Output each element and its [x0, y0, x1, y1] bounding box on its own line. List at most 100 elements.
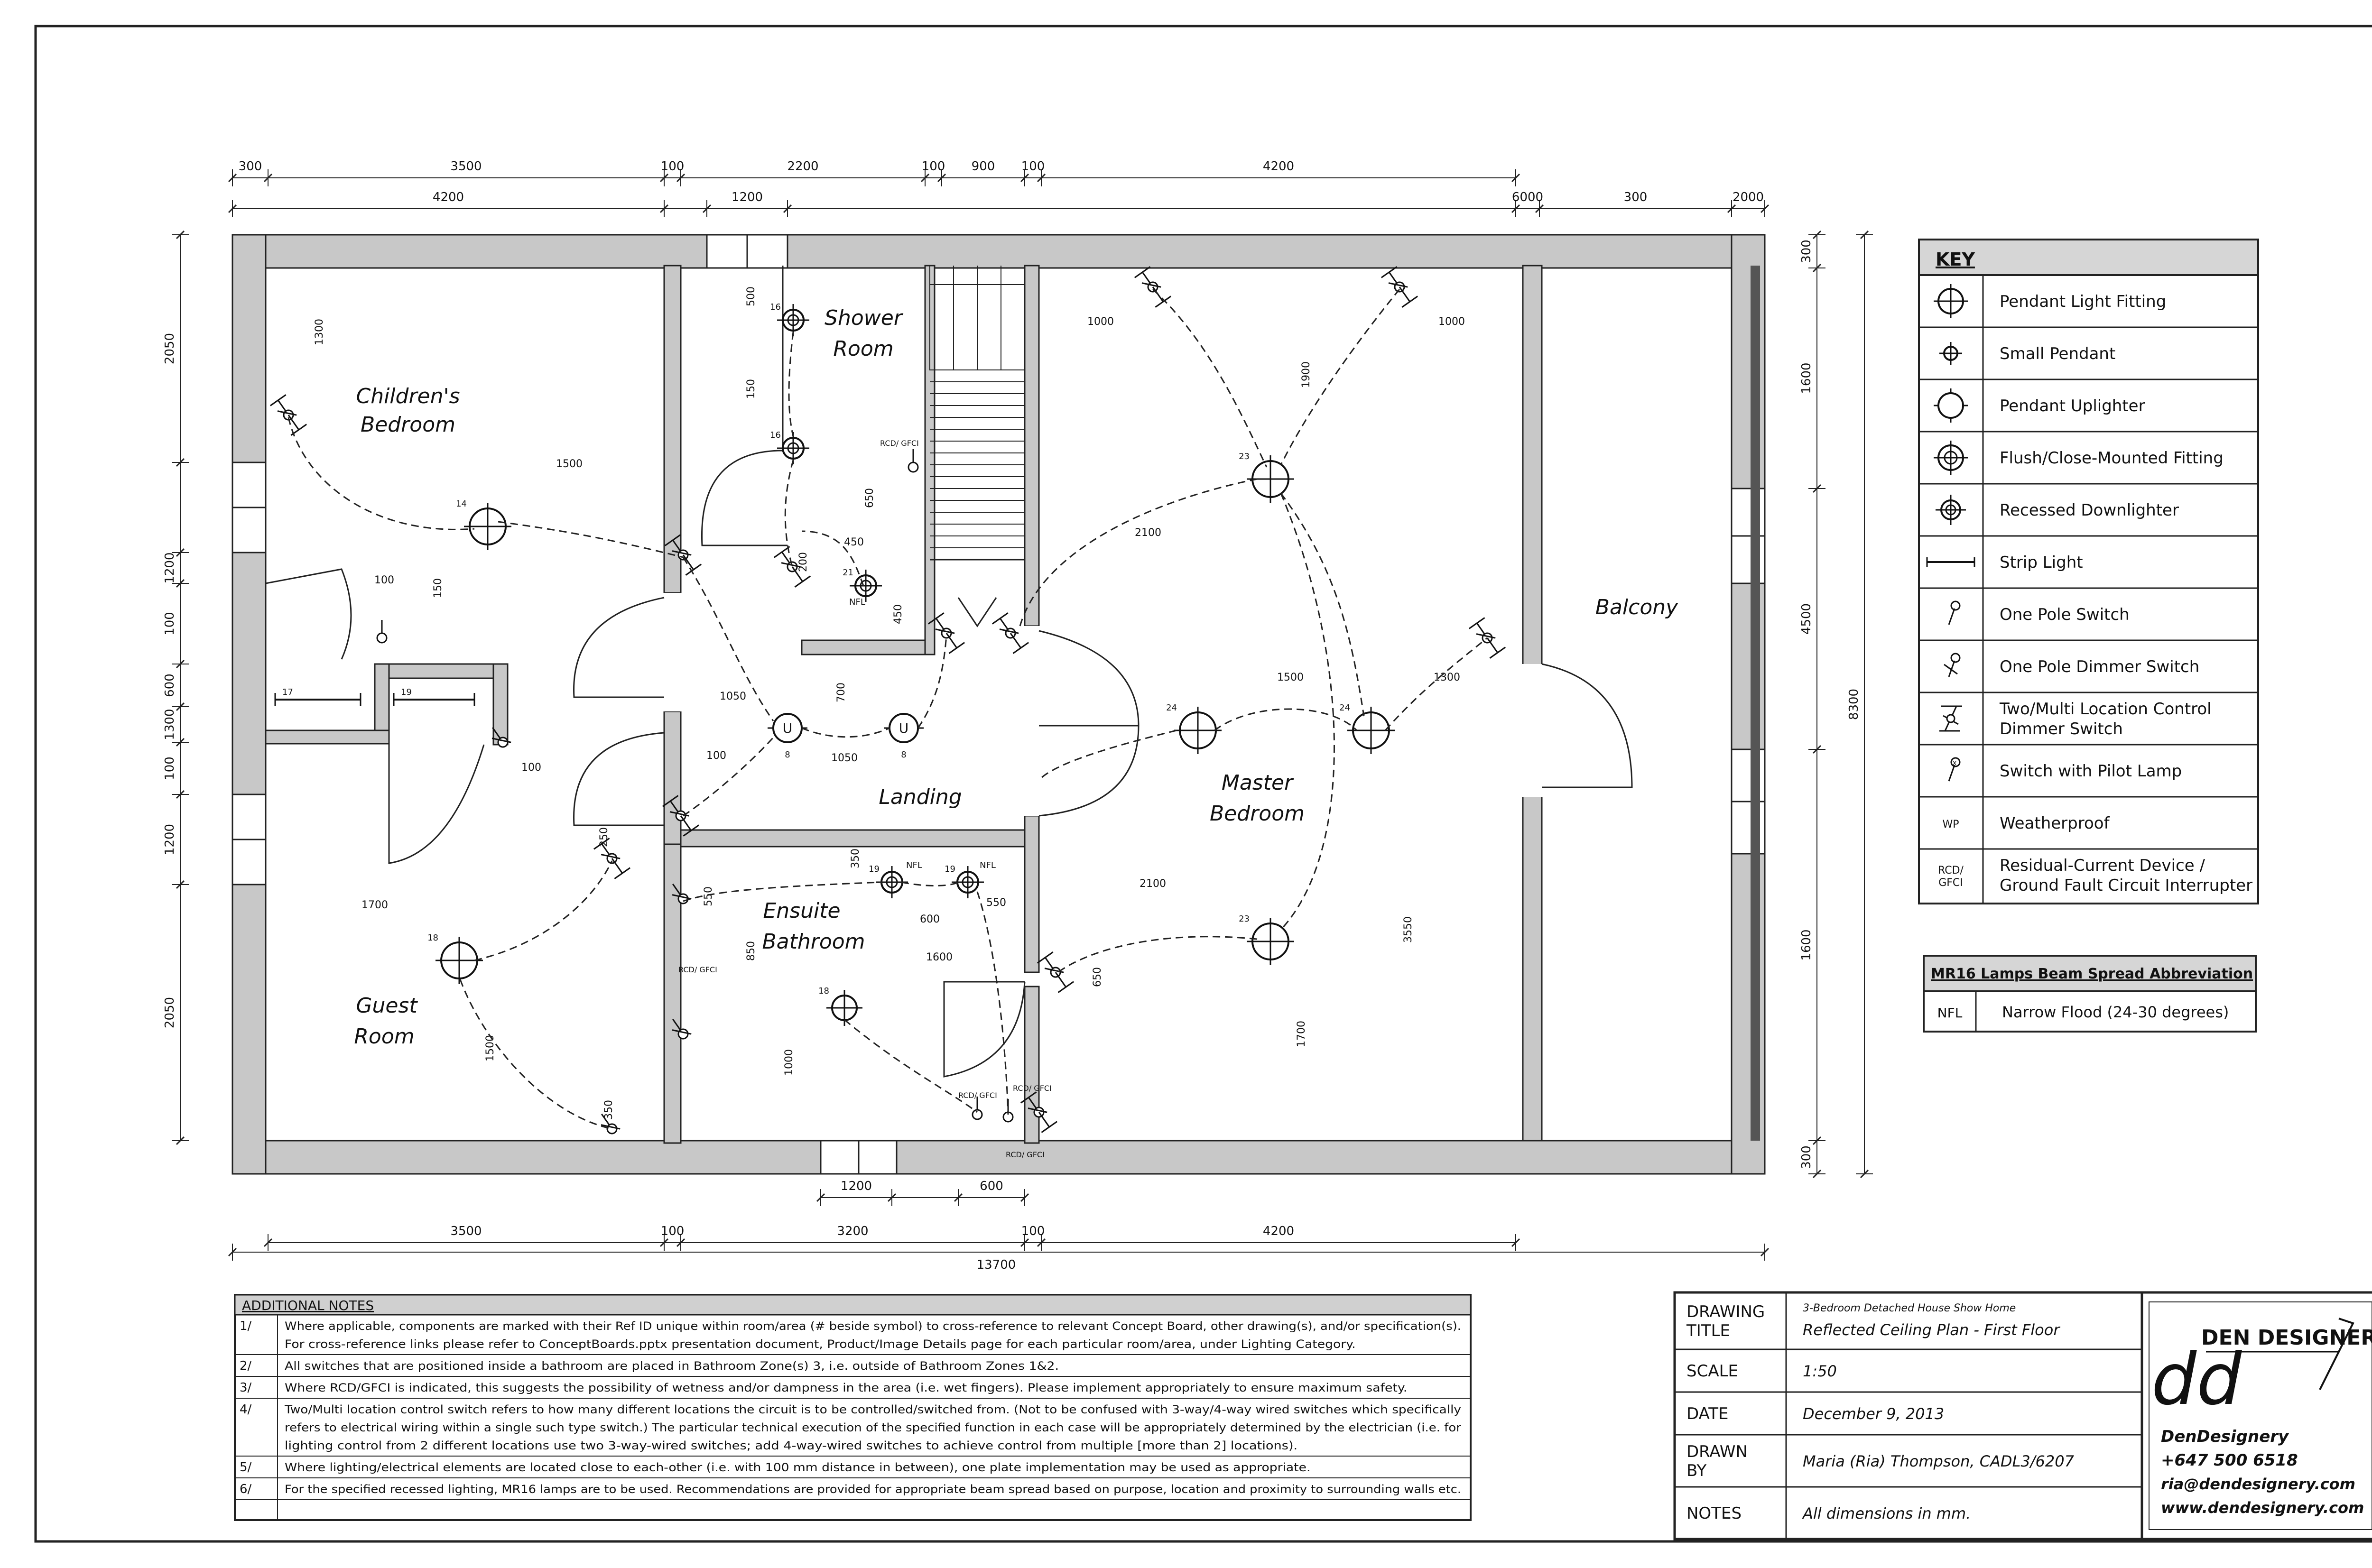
circuit-5: [917, 635, 947, 729]
switch-11-stem2: [1038, 1112, 1050, 1127]
door-swing-3: [1038, 725, 1140, 817]
dim-right-label-4: 300: [1799, 1145, 1814, 1169]
room-labels: Children's Bedroom Shower Room Master Be…: [354, 306, 1678, 1049]
key-symbol-dimmer-icon: [1944, 653, 1961, 677]
switch-2: [773, 546, 811, 588]
notes-title: ADDITIONAL NOTES: [242, 1298, 374, 1313]
sym: [1950, 757, 1961, 767]
floor-plan: [232, 234, 1766, 1175]
note-line-3-1: refers to electrical wiring within a sin…: [285, 1421, 1461, 1434]
sym: [1946, 714, 1955, 723]
door-swing-1: [573, 732, 665, 826]
room-balcony: Balcony: [1595, 595, 1678, 619]
company-name: DenDesignery: [2161, 1427, 2289, 1446]
switch-5-bar1: [1134, 266, 1151, 278]
interior-dim-5: 250: [598, 827, 610, 847]
dim-top1-label-5: 900: [972, 159, 995, 174]
dim-top1-slash-8: [1511, 173, 1520, 183]
switch-6: [1381, 266, 1418, 308]
switch-2-stem2: [791, 566, 804, 582]
room-guest-line1: Guest: [356, 994, 418, 1018]
tb-label-3-1: BY: [1686, 1461, 1706, 1480]
additional-notes: ADDITIONAL NOTES 1/Where applicable, com…: [234, 1294, 1472, 1521]
dim-left-label-3: 100: [163, 612, 177, 636]
circuit-15: [1041, 729, 1177, 779]
circuit-18: [474, 860, 613, 961]
circuit-7: [784, 460, 794, 567]
interior-dim-3: 100: [374, 574, 394, 586]
note-num-5: 6/: [240, 1482, 252, 1496]
wall-10: [1024, 815, 1040, 973]
dim-top2-label-6: 2000: [1733, 190, 1764, 204]
rcd-label-3: RCD/ GFCI: [1006, 1150, 1045, 1159]
dim-top1-slash-5: [937, 173, 946, 183]
dim-top2-label-4: 6000: [1512, 190, 1543, 204]
key-label-11-0: Residual-Current Device /: [2000, 856, 2205, 875]
circuit-16: [1280, 493, 1335, 931]
dim-right-label-3: 1600: [1799, 929, 1814, 960]
fixture-master-pendant-w-ref: 24: [1166, 703, 1177, 713]
switch-18: [972, 1097, 983, 1120]
key-label-8-0: Two/Multi Location Control: [1999, 700, 2212, 719]
switch-11-bar2: [1041, 1121, 1058, 1133]
switch-18-dot: [972, 1109, 983, 1120]
interior-dim-21: 1300: [1434, 672, 1460, 683]
dim-bot2-label-0: 3500: [450, 1224, 482, 1238]
interior-dim-4: 100: [521, 762, 541, 774]
dim-top1-label-4: 100: [922, 159, 945, 174]
switch-9-dim: [669, 811, 689, 817]
fixture-shower-nfl: NFL: [849, 597, 865, 607]
switch-12-dim: [491, 738, 511, 743]
circuit-20: [844, 1019, 978, 1113]
wall-6: [663, 843, 682, 1144]
wall-9: [1024, 265, 1040, 627]
dim-right-total-slash-0: [1860, 230, 1869, 240]
door-swing-2: [1038, 630, 1140, 727]
fixture-ensuite-small-pendant-ref: 18: [818, 986, 829, 996]
interior-dim-34: 650: [1092, 967, 1103, 987]
dim-bot1-slash-3: [1020, 1193, 1029, 1202]
dim-bot2-slash-5: [1511, 1238, 1520, 1247]
dim-bot1-slash-0: [816, 1193, 825, 1202]
dim-bot2-slash-1: [659, 1238, 669, 1247]
key-label-10-0: Weatherproof: [2000, 814, 2110, 833]
switch-9-bar1: [662, 795, 679, 807]
dim-top2-slash-6: [1727, 204, 1736, 213]
dim-right-total-slash-1: [1860, 1169, 1869, 1179]
door-swing-4: [1541, 663, 1633, 788]
interior-dim-28: 600: [920, 913, 940, 925]
key-symbol-strip-icon: [1926, 557, 1975, 567]
interior-dim-11: 500: [745, 286, 757, 306]
switch-5-bar2: [1155, 295, 1172, 308]
dim-right-slash-1: [1812, 263, 1822, 273]
wall-2: [232, 234, 267, 1175]
dim-bot2-label-3: 100: [1021, 1224, 1045, 1238]
room-childrens-bedroom-line2: Bedroom: [361, 413, 455, 437]
interior-dim-33: 3550: [1402, 916, 1414, 943]
room-landing: Landing: [879, 785, 962, 809]
switch-7-stem2: [1486, 637, 1499, 653]
switch-15: [672, 1019, 692, 1040]
note-line-0-0: Where applicable, components are marked …: [285, 1319, 1461, 1333]
dim-left-label-6: 100: [163, 756, 177, 780]
dim-top2-slash-1: [659, 204, 669, 213]
circuit-3: [801, 727, 890, 738]
key-symbol-uplighter-icon: [1934, 388, 1968, 423]
svg-text:dd: dd: [2151, 1338, 2242, 1421]
dim-right-total-label-0: 8300: [1847, 689, 1861, 720]
note-line-2-0: Where RCD/GFCI is indicated, this sugges…: [285, 1381, 1407, 1394]
interior-dim-12: 150: [745, 379, 757, 399]
circuit-9: [1152, 288, 1268, 468]
dim-left-label-8: 2050: [163, 997, 177, 1028]
balcony-railing: [1751, 266, 1760, 1141]
interior-dim-14: 450: [844, 536, 864, 548]
switch-12: [491, 727, 511, 748]
circuit-14: [1384, 637, 1488, 731]
dim-right-slash-5: [1812, 1169, 1822, 1179]
switch-9: [662, 795, 700, 837]
switch-8-bar1: [593, 838, 610, 850]
dim-top1-label-7: 4200: [1263, 159, 1294, 174]
key-abbr-11-1: GFCI: [1938, 877, 1963, 889]
switch-11-dim: [1028, 1107, 1047, 1113]
